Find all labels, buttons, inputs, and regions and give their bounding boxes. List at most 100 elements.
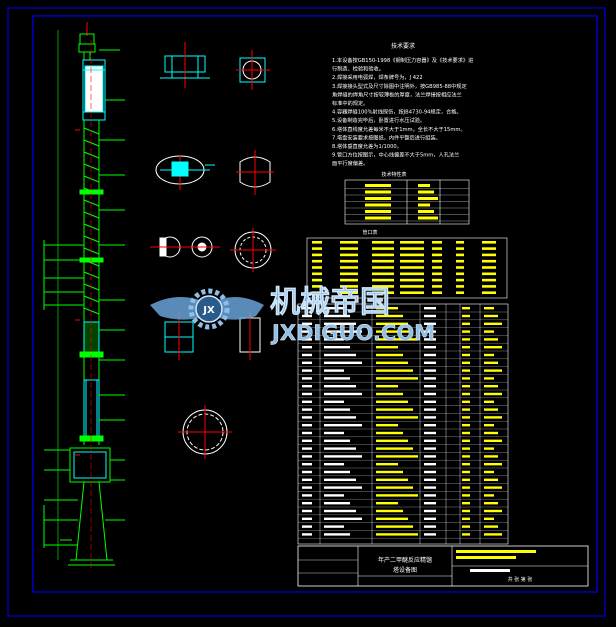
nozzle-cell-mark bbox=[456, 259, 464, 263]
nozzle-cell-mark bbox=[372, 272, 394, 276]
nozzle-cell-mark bbox=[456, 291, 464, 294]
parts-cell-mark bbox=[324, 478, 356, 481]
parts-cell-mark bbox=[376, 517, 408, 520]
parts-cell-mark bbox=[484, 455, 498, 458]
parts-cell-mark bbox=[376, 478, 408, 481]
parts-cell-mark bbox=[484, 502, 498, 505]
parts-cell-mark bbox=[424, 439, 436, 442]
spec-row-mark bbox=[365, 210, 391, 213]
parts-cell-mark bbox=[484, 416, 502, 419]
parts-cell-mark bbox=[484, 392, 502, 396]
parts-cell-mark bbox=[302, 439, 312, 442]
nozzle-cell-mark bbox=[432, 259, 442, 263]
parts-cell-mark bbox=[376, 447, 413, 450]
tower-elevation-view bbox=[43, 22, 125, 570]
nozzle-cell-mark bbox=[400, 259, 424, 263]
nozzle-cell-mark bbox=[482, 259, 496, 263]
parts-cell-mark bbox=[376, 470, 403, 474]
parts-cell-mark bbox=[302, 369, 312, 372]
drawing-subtitle: 塔设备图 bbox=[393, 566, 417, 574]
nozzle-cell-mark bbox=[400, 285, 424, 288]
parts-cell-mark bbox=[484, 463, 502, 466]
detail-views bbox=[150, 42, 276, 459]
nozzle-cell-mark bbox=[312, 272, 322, 276]
parts-cell-mark bbox=[324, 470, 350, 474]
parts-cell-mark bbox=[484, 330, 494, 333]
parts-cell-mark bbox=[376, 533, 418, 536]
parts-cell-mark bbox=[462, 439, 470, 442]
inner-frame bbox=[32, 15, 598, 593]
parts-cell-mark bbox=[376, 463, 398, 466]
parts-cell-mark bbox=[424, 509, 436, 513]
parts-cell-mark bbox=[484, 525, 498, 528]
parts-cell-mark bbox=[462, 478, 470, 481]
parts-cell-mark bbox=[484, 377, 494, 380]
spec-row-mark bbox=[365, 184, 391, 187]
parts-cell-mark bbox=[302, 431, 312, 435]
nozzle-cell-mark bbox=[400, 241, 424, 244]
parts-cell-mark bbox=[462, 424, 470, 427]
title-block: 年产二甲醚反应精馏 塔设备图 共 张 第 张 bbox=[297, 545, 589, 587]
parts-cell-mark bbox=[302, 470, 312, 474]
nozzle-cell-mark bbox=[340, 259, 358, 263]
parts-cell-mark bbox=[324, 463, 344, 466]
parts-cell-mark bbox=[302, 385, 312, 388]
nozzle-cell-mark bbox=[340, 247, 358, 250]
note-line: 标准中的规定。 bbox=[332, 99, 368, 107]
parts-cell-mark bbox=[484, 369, 502, 372]
parts-cell-mark bbox=[376, 494, 418, 497]
parts-cell-mark bbox=[484, 385, 498, 388]
nozzle-table: 管口表 bbox=[306, 229, 508, 299]
parts-cell-mark bbox=[484, 431, 498, 435]
note-line: 8.塔体垂直度允差为1/1000。 bbox=[332, 142, 402, 150]
nozzle-cell-mark bbox=[340, 291, 358, 294]
note-line: 3.焊接接头型式及尺寸除图中注明外，按GB985-88中规定 bbox=[332, 82, 467, 90]
parts-cell-mark bbox=[424, 517, 436, 520]
parts-cell-mark bbox=[424, 338, 436, 341]
parts-cell-mark bbox=[302, 486, 312, 489]
parts-cell-mark bbox=[302, 533, 312, 536]
nozzle-cell-mark bbox=[400, 253, 424, 257]
parts-cell-mark bbox=[324, 416, 356, 419]
nozzle-cell-mark bbox=[482, 272, 496, 276]
nozzle-cell-mark bbox=[312, 241, 322, 244]
parts-cell-mark bbox=[376, 392, 403, 396]
parts-cell-mark bbox=[324, 424, 362, 427]
nozzle-cell-mark bbox=[432, 241, 442, 244]
nozzle-cell-mark bbox=[400, 278, 424, 282]
parts-cell-mark bbox=[376, 314, 403, 318]
parts-cell-mark bbox=[424, 431, 436, 435]
parts-cell-mark bbox=[324, 502, 350, 505]
nozzle-cell-mark bbox=[482, 266, 496, 269]
note-line: 行制造、检验和验收。 bbox=[332, 65, 384, 73]
parts-cell-mark bbox=[424, 307, 436, 310]
parts-cell-mark bbox=[462, 502, 470, 505]
parts-cell-mark bbox=[376, 377, 418, 380]
note-line: 6.塔体直线度允差每米不大于1mm，全长不大于15mm。 bbox=[332, 125, 466, 133]
parts-cell-mark bbox=[376, 431, 403, 435]
nozzle-cell-mark bbox=[456, 247, 464, 250]
parts-cell-mark bbox=[424, 502, 436, 505]
parts-cell-mark bbox=[484, 447, 494, 450]
parts-cell-mark bbox=[484, 322, 502, 325]
parts-cell-mark bbox=[424, 353, 436, 357]
parts-cell-mark bbox=[376, 330, 413, 333]
parts-list bbox=[297, 303, 509, 545]
nozzle-cell-mark bbox=[340, 272, 358, 276]
spec-table: 技术特性表 bbox=[344, 171, 470, 225]
parts-cell-mark bbox=[462, 377, 470, 380]
parts-cell-mark bbox=[302, 408, 312, 411]
parts-cell-mark bbox=[462, 322, 470, 325]
parts-cell-mark bbox=[324, 385, 356, 388]
parts-cell-mark bbox=[484, 517, 494, 520]
parts-cell-mark bbox=[424, 455, 436, 458]
parts-cell-mark bbox=[484, 400, 494, 403]
nozzle-cell-mark bbox=[432, 278, 442, 282]
parts-cell-mark bbox=[302, 314, 312, 318]
watermark: JX 机械帝国 JXDIGUO.COM bbox=[150, 285, 435, 345]
nozzle-cell-mark bbox=[432, 247, 442, 250]
parts-cell-mark bbox=[302, 346, 312, 349]
parts-cell-mark bbox=[462, 330, 470, 333]
parts-cell-mark bbox=[324, 494, 344, 497]
parts-cell-mark bbox=[424, 478, 436, 481]
